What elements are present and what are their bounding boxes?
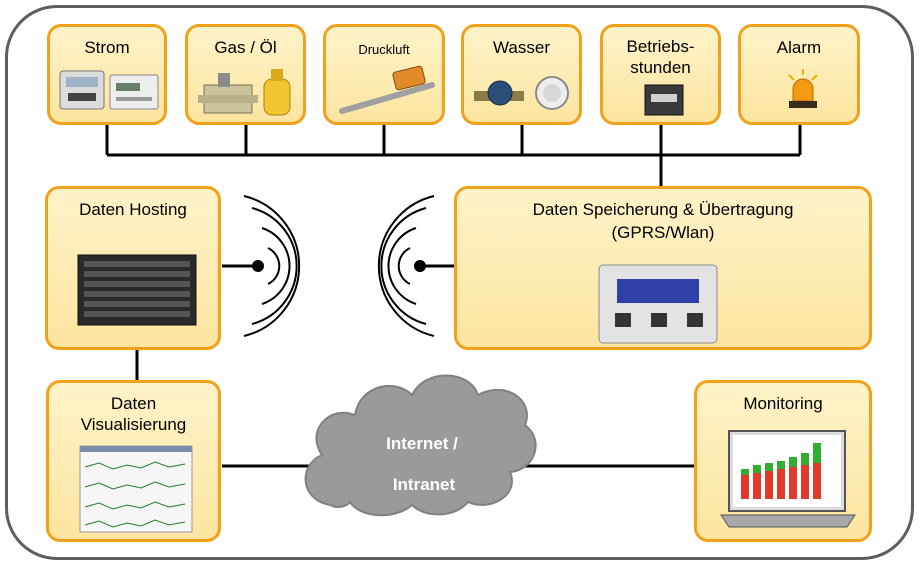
source-druckluft: Druckluft — [323, 24, 445, 125]
hosting-box: Daten Hosting — [45, 186, 221, 350]
wasser-label: Wasser — [493, 38, 550, 57]
strom-label: Strom — [84, 38, 130, 57]
electricity-meter-icon — [59, 70, 159, 110]
cloud-label-line1: Internet / — [386, 434, 458, 453]
visual-label-line1: Daten — [110, 394, 157, 413]
source-gas: Gas / Öl — [185, 24, 306, 125]
storage-label-line2: (GPRS/Wlan) — [611, 223, 715, 242]
water-meter-icon — [474, 76, 569, 110]
visualization-chart-icon — [79, 445, 193, 533]
visual-label-line2: Visualisierung — [80, 415, 187, 434]
gas-cylinder-icon — [198, 69, 291, 116]
alarm-label: Alarm — [776, 38, 822, 57]
monitoring-label: Monitoring — [743, 394, 823, 413]
storage-box: Daten Speicherung & Übertragung (GPRS/Wl… — [454, 186, 872, 350]
visualisierung-box: Daten Visualisierung — [46, 380, 221, 542]
cloud-icon — [304, 374, 537, 517]
diagram-frame — [5, 5, 914, 560]
wireless-signal-icon — [377, 195, 435, 337]
source-strom: Strom — [47, 24, 167, 125]
hour-counter-icon — [644, 84, 684, 116]
cloud-label-line2: Intranet — [393, 475, 456, 494]
source-alarm: Alarm — [738, 24, 860, 125]
alarm-beacon-icon — [788, 69, 818, 108]
storage-label-line1: Daten Speicherung & Übertragung — [532, 200, 794, 219]
laptop-chart-icon — [720, 430, 856, 528]
hosting-label: Daten Hosting — [79, 200, 187, 219]
data-logger-icon — [598, 264, 718, 344]
server-rack-icon — [77, 254, 197, 326]
monitoring-box: Monitoring — [694, 380, 872, 542]
druckluft-label: Druckluft — [358, 42, 410, 57]
source-betriebsstunden: Betriebs- stunden — [600, 24, 721, 125]
source-wasser: Wasser — [461, 24, 582, 125]
compressed-air-meter-icon — [339, 65, 435, 114]
wireless-signal-icon — [243, 195, 301, 337]
gas-label: Gas / Öl — [214, 38, 277, 57]
betriebsstunden-label: Betriebs- stunden — [626, 37, 695, 77]
